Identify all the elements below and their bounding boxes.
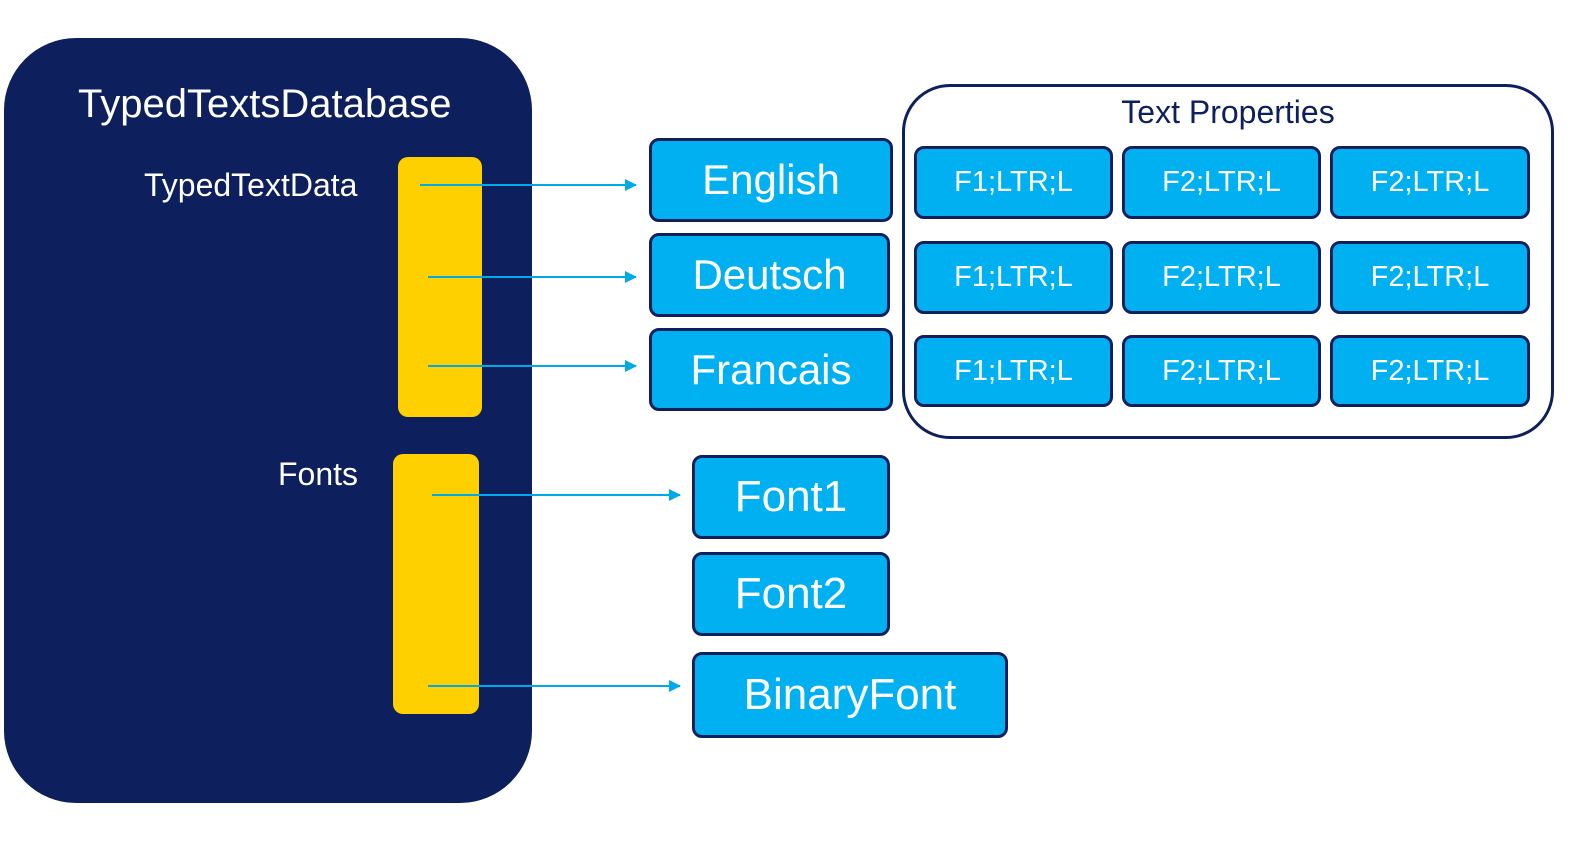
text-property-cell: F1;LTR;L: [914, 335, 1113, 407]
language-francais: Francais: [649, 328, 893, 411]
fonts-label: Fonts: [278, 456, 359, 492]
font-binaryfont: BinaryFont: [692, 652, 1008, 738]
text-property-cell: F1;LTR;L: [914, 146, 1113, 219]
text-property-cell: F2;LTR;L: [1122, 241, 1321, 314]
language-deutsch: Deutsch: [649, 233, 890, 317]
text-property-cell: F1;LTR;L: [914, 241, 1113, 314]
font-font1: Font1: [692, 455, 890, 539]
language-english: English: [649, 138, 893, 222]
fonts-pointer-bar: [393, 454, 479, 714]
text-property-cell: F2;LTR;L: [1122, 335, 1321, 407]
text-property-cell: F2;LTR;L: [1330, 146, 1530, 219]
typed-text-data-label: TypedTextData: [144, 167, 358, 203]
typed-text-data-pointer-bar: [398, 157, 482, 417]
text-property-cell: F2;LTR;L: [1330, 241, 1530, 314]
text-property-cell: F2;LTR;L: [1122, 146, 1321, 219]
text-properties-title: Text Properties: [1121, 94, 1335, 130]
database-title: TypedTextsDatabase: [78, 82, 452, 126]
font-font2: Font2: [692, 552, 890, 636]
text-property-cell: F2;LTR;L: [1330, 335, 1530, 407]
